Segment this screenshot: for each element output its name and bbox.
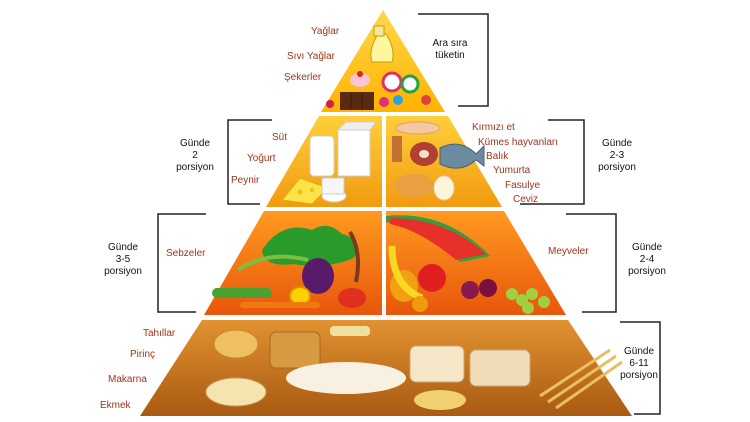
label-tahillar: Tahıllar — [143, 328, 176, 339]
label-meyveler: Meyveler — [548, 246, 589, 257]
note-dairy: Günde 2 porsiyon — [176, 138, 214, 173]
note-vegetables: Günde 3-5 porsiyon — [104, 242, 142, 277]
protein-illustration — [392, 121, 485, 201]
label-ekmek: Ekmek — [100, 400, 131, 411]
note-protein: Günde 2-3 porsiyon — [598, 138, 636, 173]
bracket-grains — [620, 321, 661, 415]
label-yumurta: Yumurta — [493, 165, 531, 176]
bracket-top — [418, 13, 489, 107]
note-grains: Günde 6-11 porsiyon — [620, 346, 658, 381]
label-makarna: Makarna — [108, 374, 147, 385]
note-fruits: Günde 2-4 porsiyon — [628, 242, 666, 277]
note-top: Ara sıra tüketin — [432, 38, 468, 61]
label-yogurt: Yoğurt — [247, 153, 276, 164]
label-pirinc: Pirinç — [130, 349, 156, 360]
label-peynir: Peynir — [231, 175, 260, 186]
label-sebzeler: Sebzeler — [166, 248, 206, 259]
label-kirmizi-et: Kırmızı et — [472, 122, 515, 133]
label-kumes-hayvanlari: Kümes hayvanları — [478, 137, 559, 148]
fruits-illustration — [386, 215, 550, 314]
label-sut: Süt — [272, 132, 288, 143]
label-sivi-yaglar: Sıvı Yağlar — [287, 51, 335, 62]
fats-sweets-illustration — [326, 25, 431, 110]
label-sekerler: Şekerler — [284, 72, 322, 83]
label-balik: Balık — [486, 151, 509, 162]
dairy-illustration — [281, 121, 377, 205]
grains-illustration — [205, 326, 623, 410]
label-fasulye: Fasulye — [505, 180, 541, 191]
bracket-protein — [520, 119, 585, 205]
bracket-vegetables — [157, 213, 206, 313]
label-yaglar: Yağlar — [311, 26, 340, 37]
bracket-dairy — [227, 119, 272, 205]
vegetables-illustration — [212, 225, 366, 308]
label-ceviz: Ceviz — [513, 194, 539, 205]
bracket-fruits — [566, 213, 617, 313]
